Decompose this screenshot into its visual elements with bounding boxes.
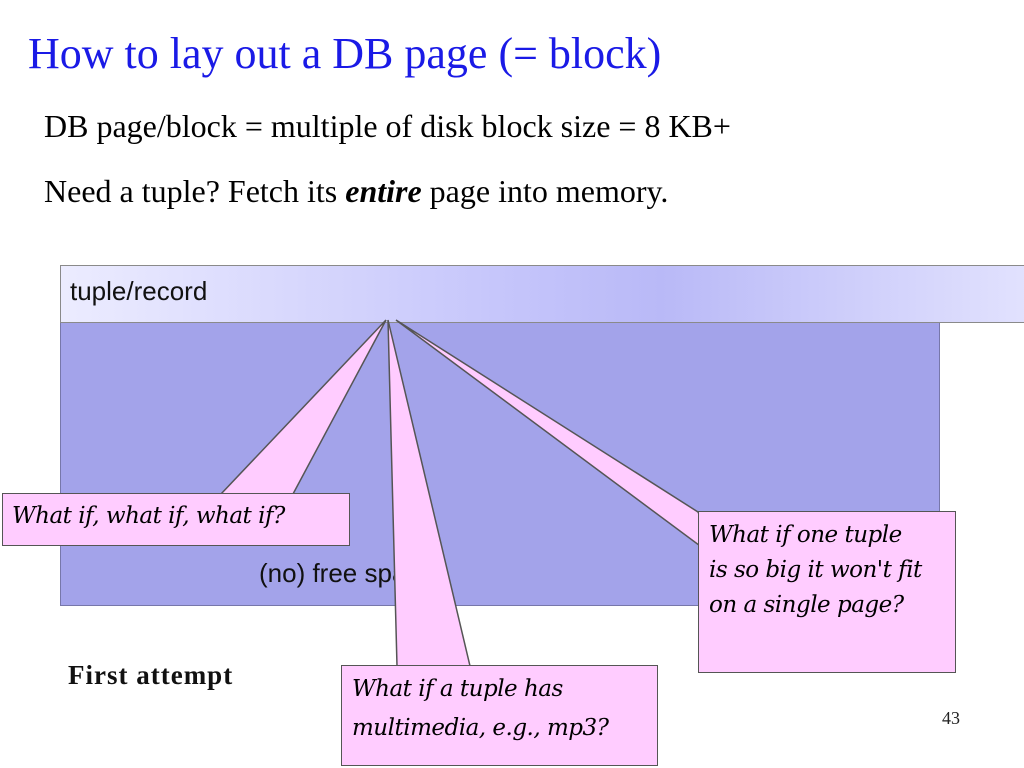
slide-title: How to lay out a DB page (= block) (28, 29, 662, 78)
fetch-page-emphasis: entire (345, 173, 422, 209)
callout-what-if-text: What if, what if, what if? (12, 503, 285, 529)
callout-multimedia-line2: multimedia, e.g., mp3? (352, 715, 609, 742)
fetch-page-line: Need a tuple? Fetch its entire page into… (44, 173, 668, 210)
callout-too-big-line1: What if one tuple (709, 522, 902, 548)
callout-multimedia: What if a tuple has multimedia, e.g., mp… (341, 665, 658, 766)
pointer-multimedia (387, 319, 471, 667)
callout-what-if: What if, what if, what if? (2, 493, 350, 546)
callout-too-big: What if one tuple is so big it won't fit… (698, 511, 956, 673)
first-attempt-label: First attempt (68, 660, 234, 690)
page-number: 43 (942, 708, 960, 728)
callout-multimedia-line1: What if a tuple has (352, 676, 563, 702)
fetch-page-text-b: page into memory. (421, 173, 669, 209)
callout-too-big-line3: on a single page? (709, 592, 904, 619)
tuple-record-bar (60, 265, 1024, 323)
page-size-line: DB page/block = multiple of disk block s… (44, 108, 731, 144)
callout-too-big-line2: is so big it won't fit (709, 557, 922, 584)
pointer-what-if (219, 319, 387, 495)
pointer-too-big (395, 319, 721, 563)
fetch-page-text-a: Need a tuple? Fetch its (44, 173, 346, 209)
tuple-record-label: tuple/record (70, 276, 208, 306)
